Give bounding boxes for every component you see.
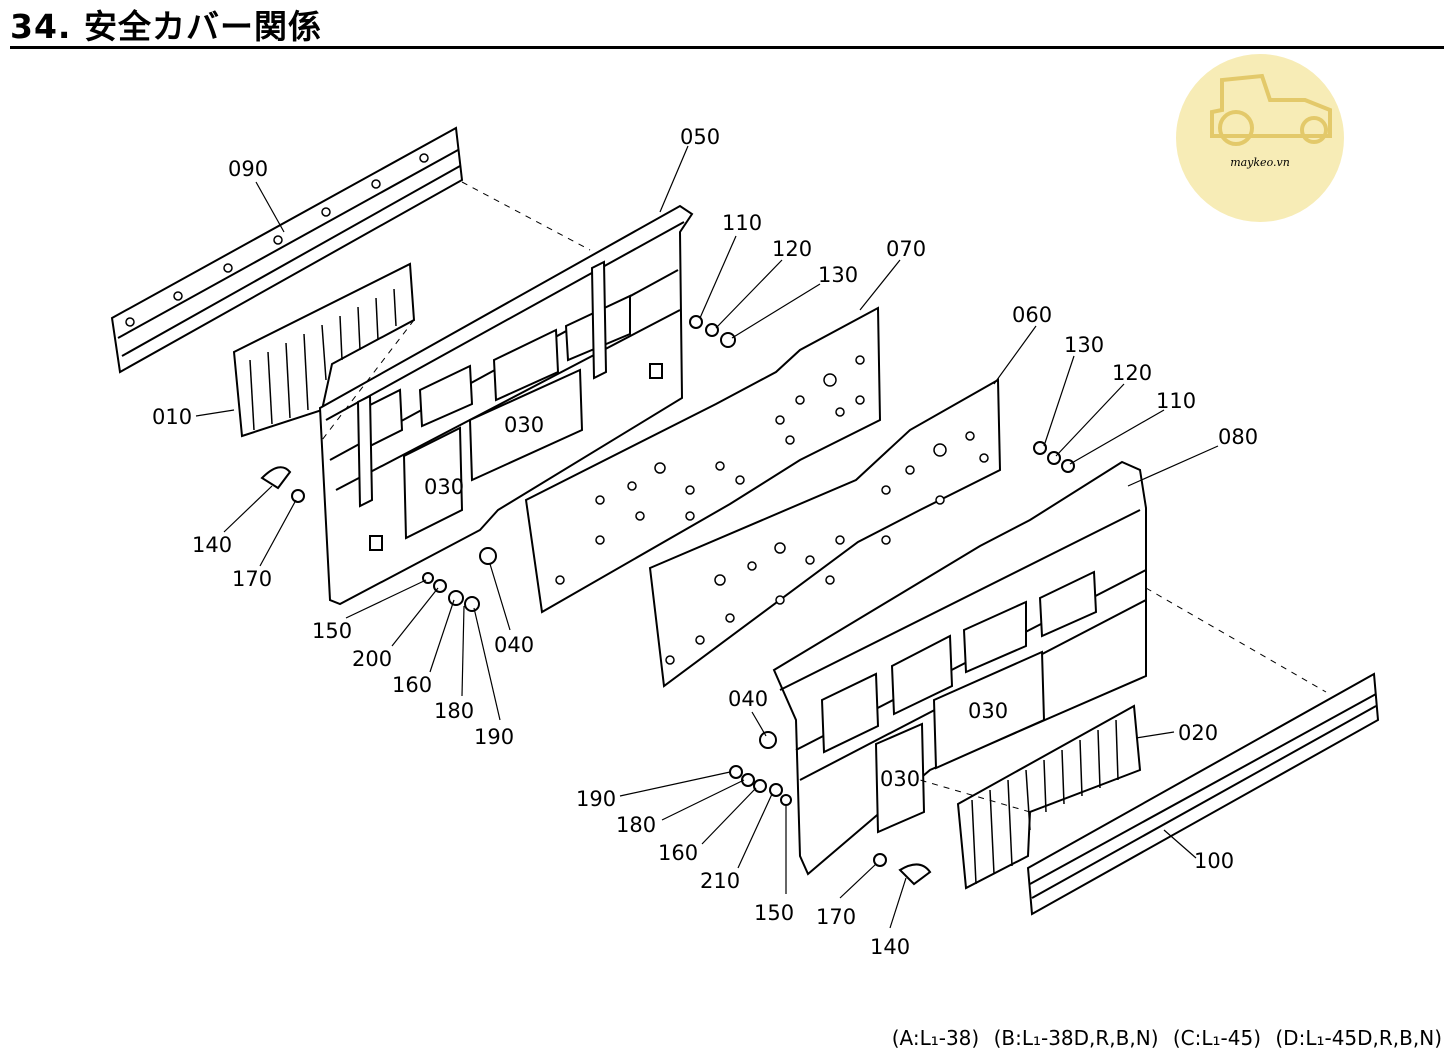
callout-110: 110 <box>1156 389 1196 413</box>
callout-200: 200 <box>352 647 392 671</box>
callout-080: 080 <box>1218 425 1258 449</box>
leader-lines <box>195 145 1219 929</box>
callout-070: 070 <box>886 237 926 261</box>
callout-030: 030 <box>504 413 544 437</box>
part-090-strip <box>110 126 464 374</box>
part-050-cover-left <box>318 204 694 606</box>
callout-120: 120 <box>1112 361 1152 385</box>
callout-130: 130 <box>818 263 858 287</box>
model-code-c: (C:L₁-45) <box>1172 1026 1262 1050</box>
callout-120: 120 <box>772 237 812 261</box>
callout-190: 190 <box>474 725 514 749</box>
title-underline <box>10 46 1444 49</box>
part-060-liner <box>648 378 1002 688</box>
model-code-b: (B:L₁-38D,R,B,N) <box>993 1026 1159 1050</box>
part-070-liner <box>524 306 882 614</box>
alignment-lines <box>321 181 1327 813</box>
callout-040: 040 <box>494 633 534 657</box>
callout-180: 180 <box>434 699 474 723</box>
part-010-grille <box>232 262 416 438</box>
callout-110: 110 <box>722 211 762 235</box>
callout-180: 180 <box>616 813 656 837</box>
callout-030: 030 <box>424 475 464 499</box>
part-080-cover-right <box>772 460 1147 876</box>
hardware <box>260 315 1075 886</box>
callout-190: 190 <box>576 787 616 811</box>
part-020-grille <box>956 704 1142 890</box>
callout-040: 040 <box>728 687 768 711</box>
tractor-icon <box>1210 73 1332 146</box>
model-code-d: (D:L₁-45D,R,B,N) <box>1275 1026 1442 1050</box>
page-title: 34. 安全カバー関係 <box>10 7 322 46</box>
callout-210: 210 <box>700 869 740 893</box>
callout-130: 130 <box>1064 333 1104 357</box>
callout-140: 140 <box>870 935 910 959</box>
callout-030: 030 <box>968 699 1008 723</box>
model-code-a: (A:L₁-38) <box>891 1026 980 1050</box>
callout-060: 060 <box>1012 303 1052 327</box>
callout-010: 010 <box>152 405 192 429</box>
callout-160: 160 <box>392 673 432 697</box>
callout-020: 020 <box>1178 721 1218 745</box>
callout-160: 160 <box>658 841 698 865</box>
part-100-strip <box>1026 672 1380 916</box>
callout-030: 030 <box>880 767 920 791</box>
callout-090: 090 <box>228 157 268 181</box>
callout-050: 050 <box>680 125 720 149</box>
callout-labels: 090 050 110 120 130 070 060 130 120 110 … <box>152 125 1258 959</box>
callout-140: 140 <box>192 533 232 557</box>
callout-170: 170 <box>232 567 272 591</box>
watermark-text: maykeo.vn <box>1230 156 1290 169</box>
callout-150: 150 <box>312 619 352 643</box>
model-codes-footer: (A:L₁-38) (B:L₁-38D,R,B,N) (C:L₁-45) (D:… <box>884 1026 1442 1050</box>
callout-100: 100 <box>1194 849 1234 873</box>
callout-150: 150 <box>754 901 794 925</box>
callout-170: 170 <box>816 905 856 929</box>
